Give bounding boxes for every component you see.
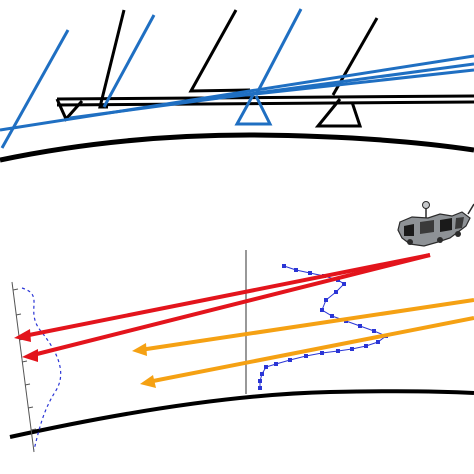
profile-marker	[350, 347, 354, 351]
profile-marker	[334, 290, 338, 294]
red-rays	[14, 253, 431, 362]
profile-marker	[320, 308, 324, 312]
top-rail-lower	[56, 100, 474, 107]
top-black-stroke-2	[188, 9, 251, 93]
profile-marker	[260, 372, 264, 376]
red-arrowhead-2	[22, 349, 38, 362]
top-blue-stroke-1	[0, 29, 70, 149]
profile-marker	[282, 264, 286, 268]
profile-marker	[264, 365, 268, 369]
bottom-ground-curve	[9, 389, 474, 439]
red-arrowhead-1	[14, 329, 31, 342]
left-axis-ticks	[12, 288, 37, 431]
top-rail-upper	[56, 94, 474, 101]
profile-marker	[320, 351, 324, 355]
orange-ray-2	[147, 316, 474, 384]
profile-marker	[372, 329, 376, 333]
profile-marker	[258, 386, 262, 390]
profile-marker	[294, 268, 298, 272]
profile-marker	[330, 314, 334, 318]
top-blue-stroke-2	[102, 14, 156, 108]
top-blue-wedge	[234, 94, 273, 126]
orange-ray-1	[139, 298, 474, 352]
top-black-wedge-right	[314, 98, 363, 128]
profile-marker	[364, 344, 368, 348]
left-depth-axis	[11, 281, 35, 453]
orange-rays	[132, 298, 474, 388]
red-ray-2	[32, 253, 431, 357]
robot-vehicle-icon	[397, 201, 474, 247]
profile-marker	[358, 324, 362, 328]
orange-arrowhead-1	[132, 343, 147, 356]
top-blue-ray-3	[199, 68, 474, 102]
top-ground-curve	[0, 132, 474, 163]
profile-marker	[342, 282, 346, 286]
profile-marker	[258, 379, 262, 383]
profile-marker	[324, 298, 328, 302]
right-sound-speed-profile	[258, 264, 388, 390]
profile-marker	[376, 340, 380, 344]
profile-marker	[304, 354, 308, 358]
profile-marker	[274, 362, 278, 366]
left-dashed-profile	[21, 287, 62, 451]
bottom-panel	[9, 201, 474, 453]
red-ray-1	[23, 253, 431, 338]
profile-marker	[336, 349, 340, 353]
orange-arrowhead-2	[140, 375, 156, 388]
profile-marker	[308, 271, 312, 275]
top-panel	[0, 8, 474, 163]
profile-marker	[288, 358, 292, 362]
top-blue-stroke-3	[254, 8, 303, 96]
right-profile-markers	[258, 264, 388, 390]
